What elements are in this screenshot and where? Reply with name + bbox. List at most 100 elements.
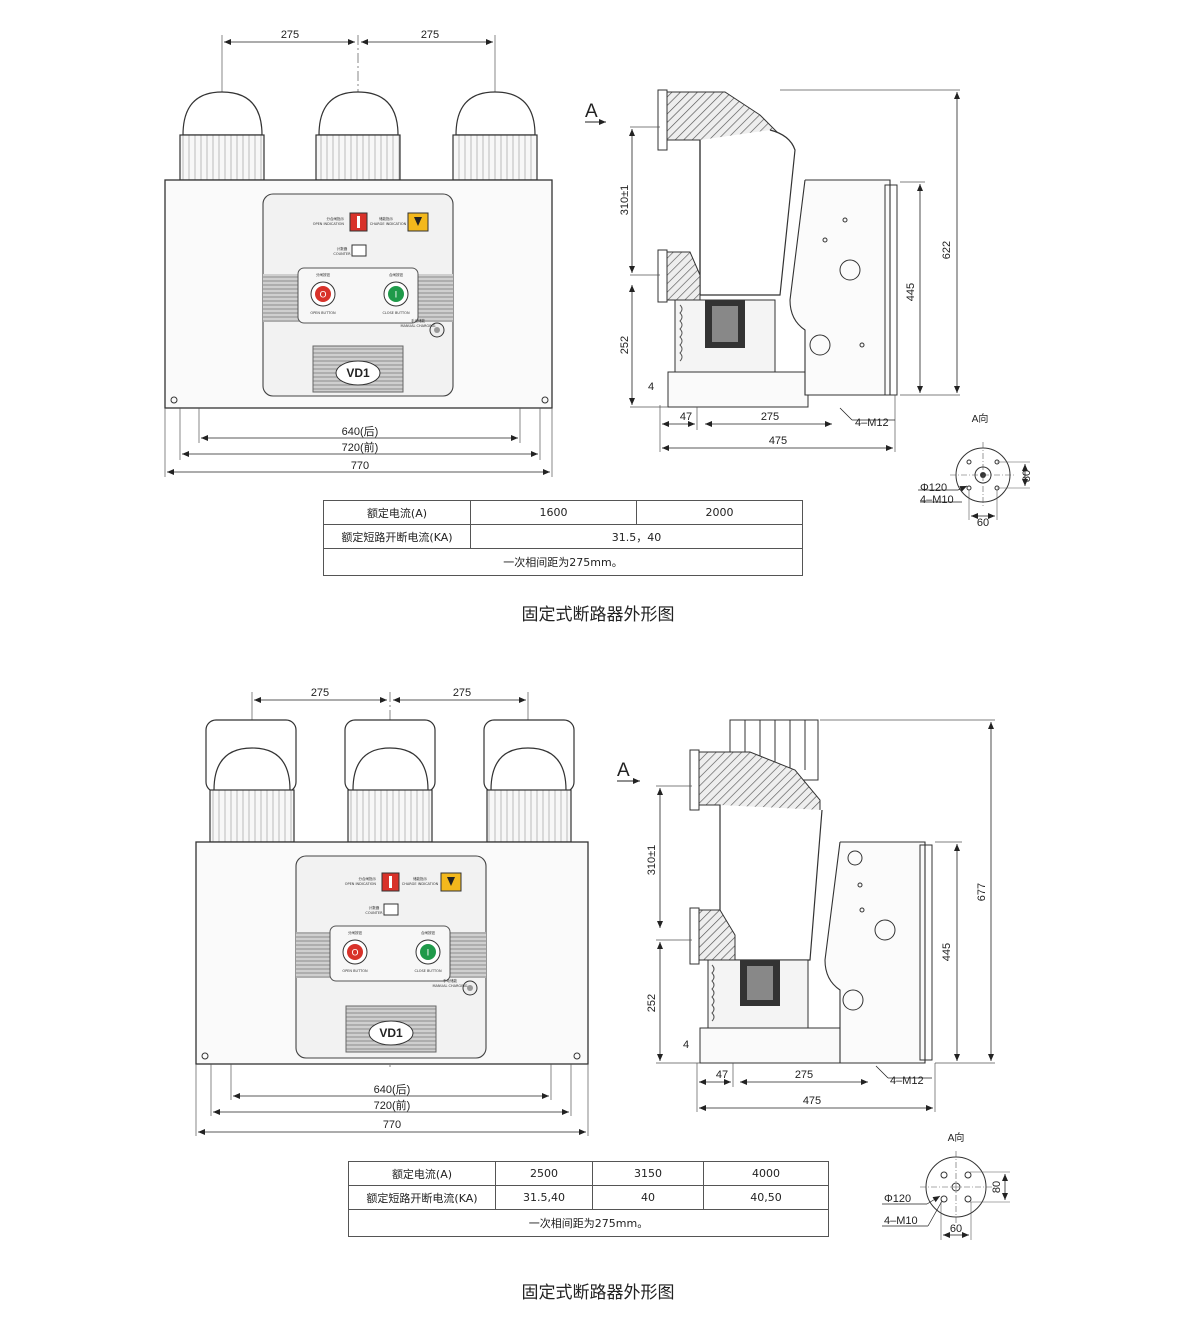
dia-120: Φ120 [920,482,947,494]
dim-310: 310±1 [646,845,658,876]
mount-hole [573,1052,581,1060]
close-button-glyph: I [395,291,398,301]
table-row: 一次相间距为275mm。 [323,548,803,576]
front-view-1: 275 275 VD1 [164,29,553,477]
dim-640: 640(后) [342,425,379,438]
frame-hole [809,334,831,356]
bolt-m12: 4–M12 [855,417,889,429]
dim-677: 677 [976,883,988,901]
table-cell: 2500 [495,1161,593,1186]
caption-2: 固定式断路器外形图 [522,1283,675,1303]
table-row: 额定电流(A) 1600 2000 [323,500,803,525]
manual-charge-en: MANUAL CHARGING [400,324,435,328]
table-cell: 1600 [470,500,637,525]
counter-en: COUNTER [365,911,383,915]
dim-445: 445 [905,283,917,301]
dim-252: 252 [646,994,658,1012]
diagram-1: 275 275 VD1 [164,29,1033,625]
mount-hole [201,1052,209,1060]
brand-text: VD1 [346,366,370,380]
open-button-cn: 分闸按钮 [348,930,362,935]
pole-right [483,719,575,843]
dim-252: 252 [619,336,631,354]
open-button-cn: 分闸按钮 [316,272,330,277]
indicator-mark [389,876,392,888]
dim-47: 47 [680,411,692,423]
charge-indicator-cn: 储能指示 [413,876,427,881]
table-row: 额定电流(A) 2500 3150 4000 [348,1161,829,1186]
table-cell-label: 额定电流(A) [348,1161,496,1186]
dim-770: 770 [351,460,369,472]
frame-pin [842,217,848,223]
side-frame [789,179,891,396]
lower-terminal-flange [657,249,668,303]
brand-badge [368,1020,414,1046]
frame-pin [859,907,865,913]
dim-310: 310±1 [619,185,631,216]
upper-terminal-flange [689,749,700,811]
base-plate [667,371,809,408]
close-button-face [388,286,404,302]
side-frame [824,841,926,1064]
charge-indicator-en: CHARGE INDICATION [402,882,439,886]
pole-right [452,91,538,181]
dim-720: 720(前) [374,1098,411,1112]
lower-terminal-section [666,251,701,301]
pole-cylinder [699,129,796,296]
manual-charge-cn: 手动储能 [411,318,425,323]
dim-445: 445 [941,943,953,961]
dim-4: 4 [648,381,654,393]
table-cell-label: 额定电流(A) [323,500,471,525]
frame-hole [842,989,864,1011]
a-view-title: A向 [948,1131,965,1144]
dim-80: 80 [1021,470,1033,482]
pole-middle [315,91,401,181]
table-cell: 4000 [703,1161,829,1186]
frame-pin [859,342,865,348]
button-plate [297,267,419,324]
pole-middle [344,719,436,843]
close-button-cn: 合闸按钮 [421,930,435,935]
spring-core [712,306,738,342]
close-button-cn: 合闸按钮 [389,272,403,277]
open-button-en: OPEN BUTTON [342,969,368,973]
caption-1: 固定式断路器外形图 [522,605,675,625]
charge-indicator-cn: 储能指示 [379,216,393,221]
charge-arrow-icon [414,217,422,226]
dim-475: 475 [803,1095,821,1107]
dim-pitch-left: 275 [311,687,329,699]
pole-left [179,91,265,181]
lower-terminal-flange [689,907,700,965]
table-cell-label: 额定短路开断电流(KA) [348,1185,496,1210]
leader-line [839,407,853,421]
dim-pitch-right: 275 [453,687,471,699]
frame-flange [884,184,898,396]
frame-flange [919,844,933,1061]
close-button-en: CLOSE BUTTON [382,311,410,315]
diagram-2: 275 275 [195,687,1010,1303]
table-cell: 3150 [592,1161,704,1186]
dim-4: 4 [683,1039,689,1051]
table-cell: 2000 [636,500,803,525]
view-label-a: A [585,101,598,122]
view-label-a: A [617,760,630,781]
counter-en: COUNTER [333,252,351,256]
table-cell-label: 额定短路开断电流(KA) [323,524,471,549]
table-row: 额定短路开断电流(KA) 31.5,40 40 40,50 [348,1185,829,1210]
leader-line [957,485,968,492]
frame-pin [822,237,828,243]
table-note: 一次相间距为275mm。 [323,548,803,576]
charge-arrow-icon [447,877,455,886]
table-cell: 40 [592,1185,704,1210]
dim-720: 720(前) [342,440,379,454]
dim-640: 640(后) [374,1083,411,1096]
lower-terminal-section [698,909,736,961]
table-cell: 31.5，40 [470,524,803,549]
bellows [679,304,683,362]
frame-hole [839,259,861,281]
terminal-center [951,1182,961,1192]
bolt-hole [964,1171,972,1179]
brand-badge [335,360,381,386]
bolt-hole [964,1195,972,1203]
